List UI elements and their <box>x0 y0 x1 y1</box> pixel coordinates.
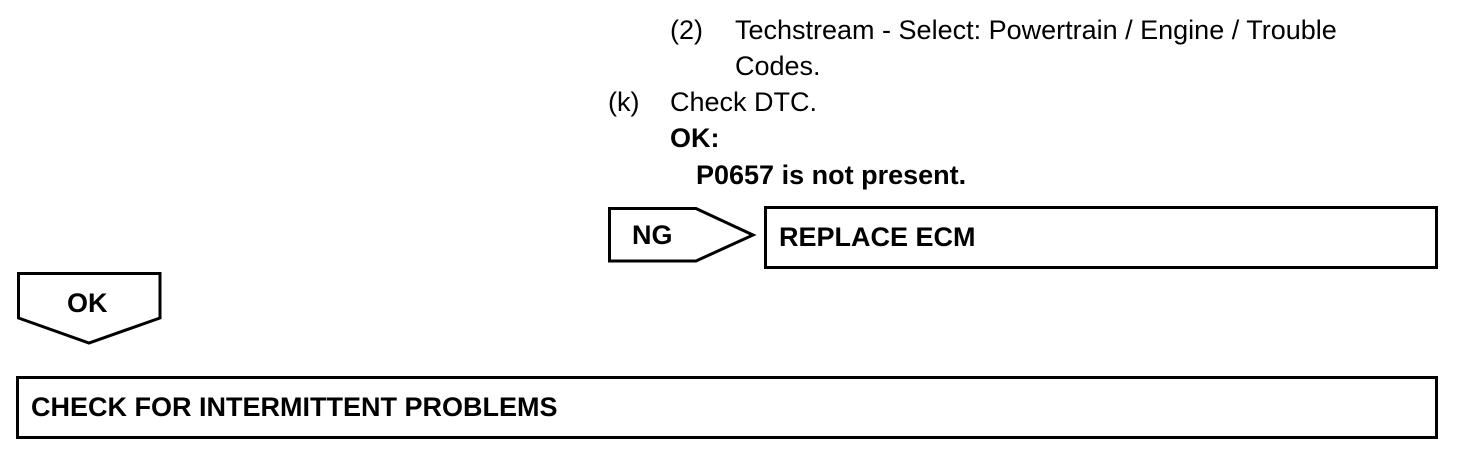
step-2-number: (2) <box>670 15 703 45</box>
step-2-text-line2: Codes. <box>735 51 821 81</box>
step-k-text: Check DTC. <box>670 87 818 117</box>
ng-arrow-flag <box>608 207 757 263</box>
step-2-text-line1: Techstream - Select: Powertrain / Engine… <box>735 15 1337 45</box>
ok-heading: OK: <box>670 123 720 153</box>
ng-label: NG <box>632 220 673 250</box>
check-intermittent-problems-label: CHECK FOR INTERMITTENT PROBLEMS <box>31 392 558 422</box>
ok-label: OK <box>67 288 108 318</box>
check-intermittent-problems-box: CHECK FOR INTERMITTENT PROBLEMS <box>16 376 1438 439</box>
ok-down-arrow-flag <box>17 272 162 345</box>
replace-ecm-label: REPLACE ECM <box>779 222 976 252</box>
ok-condition: P0657 is not present. <box>696 160 967 190</box>
replace-ecm-box: REPLACE ECM <box>764 206 1438 269</box>
step-k-letter: (k) <box>608 87 640 117</box>
